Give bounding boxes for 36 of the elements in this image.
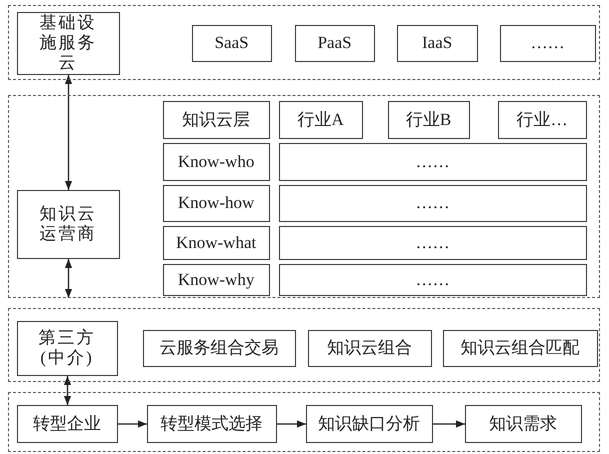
dashed-band — [8, 95, 600, 298]
label-box: IaaS — [396, 24, 478, 62]
label-box: …… — [278, 142, 587, 181]
label-box: 云服务组合交易 — [142, 330, 296, 367]
label-box: 知识云组合 — [308, 330, 432, 367]
label-box: …… — [500, 24, 596, 62]
label-box: Know-why — [162, 264, 270, 296]
label-box: 知识云运营商 — [16, 190, 120, 259]
label-box: Know-who — [162, 142, 270, 181]
label-box: …… — [278, 264, 587, 296]
arrow — [118, 420, 147, 428]
label-box: 知识云层 — [162, 100, 270, 139]
label-box: 知识需求 — [464, 404, 582, 443]
label-box: PaaS — [294, 24, 375, 62]
label-box: 基础设施服务云 — [16, 12, 120, 75]
label-box: 知识缺口分析 — [306, 404, 433, 443]
dashed-band — [8, 308, 600, 382]
dashed-band — [8, 5, 600, 80]
label-box: 第三方 (中介) — [16, 320, 118, 376]
arrow — [64, 75, 72, 190]
label-box: 转型模式选择 — [146, 404, 277, 443]
dashed-band — [8, 392, 600, 452]
label-box: …… — [278, 226, 587, 260]
arrow — [277, 420, 306, 428]
label-box: Know-what — [162, 226, 270, 260]
label-box: 转型企业 — [16, 404, 118, 443]
label-box: 行业… — [498, 100, 587, 139]
label-box: …… — [278, 184, 587, 222]
arrow — [433, 420, 465, 428]
label-box: 知识云组合匹配 — [442, 330, 598, 367]
label-box: 行业A — [278, 100, 363, 139]
arrow — [64, 376, 72, 405]
arrow — [64, 259, 72, 298]
label-box: 行业B — [388, 100, 470, 139]
label-box: SaaS — [192, 24, 272, 62]
label-box: Know-how — [162, 184, 270, 222]
